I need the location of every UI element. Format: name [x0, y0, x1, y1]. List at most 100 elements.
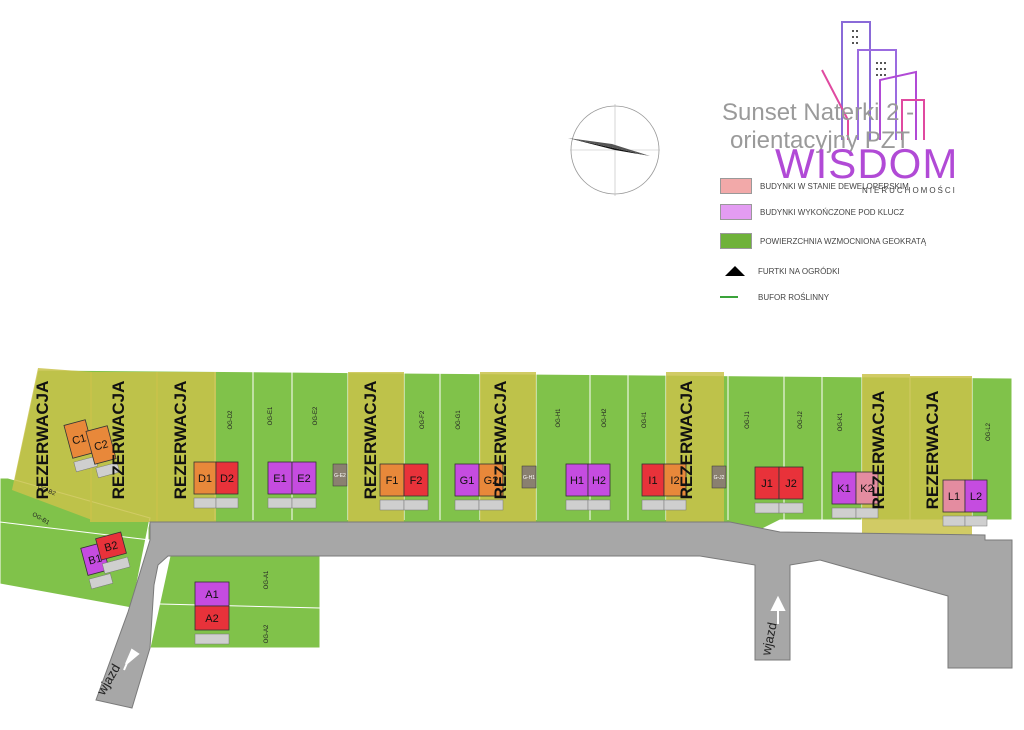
reservation-label: REZERWACJA [109, 381, 128, 500]
building-label: I1 [648, 475, 657, 487]
building-label: D2 [220, 473, 234, 485]
reservation-label: REZERWACJA [491, 381, 510, 500]
garage-g-j2: G-J2 [711, 465, 727, 489]
building-label: J1 [761, 478, 773, 490]
building-e2[interactable]: E2 [291, 461, 317, 509]
reservation-label: REZERWACJA [361, 381, 380, 500]
legend-item-5: BUFOR ROŚLINNY [720, 290, 829, 304]
reservation-overlay [348, 372, 404, 522]
building-label: J2 [785, 478, 797, 490]
building-i2[interactable]: I2 [663, 463, 687, 511]
building-label: K1 [837, 483, 850, 495]
building-label: L1 [948, 491, 960, 503]
reservation-overlay [480, 372, 536, 522]
building-label: D1 [198, 473, 212, 485]
plot-label: OG-L2 [986, 422, 992, 441]
svg-text:G-E2: G-E2 [334, 473, 346, 479]
building-label: F1 [386, 475, 399, 487]
building-j2[interactable]: J2 [778, 466, 804, 514]
wisdom-logo [821, 21, 925, 140]
svg-text:G-J2: G-J2 [714, 475, 725, 481]
building-label: A1 [205, 589, 218, 601]
plot-label: OG-F2 [420, 410, 426, 429]
building-g1[interactable]: G1 [454, 463, 480, 511]
building-label: G2 [484, 475, 499, 487]
building-i1[interactable]: I1 [641, 463, 665, 511]
plot-label: OG-A1 [264, 570, 270, 589]
plot-label: OG-D2 [228, 410, 234, 430]
building-label: L2 [970, 491, 982, 503]
plan-title-line-1: Sunset Naterki 2 - [722, 99, 915, 126]
building-f2[interactable]: F2 [403, 463, 429, 511]
plot-label: OG-E2 [313, 406, 319, 425]
gate-triangle-icon [720, 264, 750, 278]
svg-text:G-H1: G-H1 [523, 475, 535, 481]
building-label: E1 [273, 473, 286, 485]
reservation-overlay [156, 372, 216, 522]
building-h1[interactable]: H1 [565, 463, 589, 511]
brand-subtitle: NIERUCHOMOŚCI [862, 186, 957, 195]
building-label: B1 [87, 552, 103, 567]
reservation-overlay [862, 374, 910, 534]
reservations-layer [12, 368, 972, 536]
reservation-label: REZERWACJA [869, 391, 888, 510]
building-g2[interactable]: G2 [478, 463, 504, 511]
reservation-label: REZERWACJA [171, 381, 190, 500]
building-f1[interactable]: F1 [379, 463, 405, 511]
plot-a-area [149, 555, 321, 649]
reservation-label: REZERWACJA [677, 381, 696, 500]
plot-label: OG-H1 [556, 408, 562, 428]
building-j1[interactable]: J1 [754, 466, 780, 514]
brand-name: WISDOM [775, 140, 959, 187]
building-b2[interactable]: B2 [95, 531, 131, 574]
legend-swatch [720, 178, 752, 194]
entrance-arrow-right-icon [770, 595, 786, 624]
building-a2[interactable]: A2 [194, 605, 230, 645]
reservation-label: REZERWACJA [33, 381, 52, 500]
garage-g-e2: G-E2 [332, 463, 348, 487]
building-label: H2 [592, 475, 606, 487]
road-layer [95, 521, 1013, 709]
building-k1[interactable]: K1 [831, 471, 857, 519]
building-h2[interactable]: H2 [587, 463, 611, 511]
entrance-right: wjazd [758, 595, 786, 658]
building-label: F2 [410, 475, 423, 487]
building-l2[interactable]: L2 [964, 479, 988, 527]
legend-label: BUFOR ROŚLINNY [758, 292, 830, 302]
plot-label: OG-J1 [745, 411, 751, 429]
north-arrow-icon [568, 104, 660, 196]
building-l1[interactable]: L1 [942, 479, 966, 527]
main-road [95, 521, 1013, 709]
reservation-overlay [12, 368, 92, 520]
entrance-label-right: wjazd [758, 621, 780, 658]
building-c2[interactable]: C2 [85, 425, 120, 479]
building-label: H1 [570, 475, 584, 487]
plot-label: OG-A2 [264, 624, 270, 643]
building-label: I2 [670, 475, 679, 487]
building-d2[interactable]: D2 [215, 461, 239, 509]
building-c1[interactable]: C1 [63, 419, 98, 473]
legend-label: BUDYNKI W STANIE DEWELOPERSKIM [760, 181, 909, 191]
building-e1[interactable]: E1 [267, 461, 293, 509]
plot-label: OG-E1 [268, 406, 274, 425]
building-label: C1 [71, 432, 88, 447]
plot-label: OG-H2 [602, 408, 608, 428]
plot-label: OG-I1 [642, 411, 648, 428]
legend-swatch [720, 233, 752, 249]
building-label: C2 [93, 438, 110, 453]
legend-item-2: BUDYNKI WYKOŃCZONE POD KLUCZ [720, 204, 904, 220]
building-label: E2 [297, 473, 310, 485]
building-k2[interactable]: K2 [855, 471, 879, 519]
reservation-labels: REZERWACJA REZERWACJA REZERWACJA REZERWACJA… [33, 381, 942, 510]
plan-title-line-2: orientacyjny PZT [730, 127, 911, 154]
legend-label: POWIERZCHNIA WZMOCNIONA GEOKRATĄ [760, 236, 927, 246]
legend-item-1: BUDYNKI W STANIE DEWELOPERSKIM [720, 178, 909, 194]
legend-swatch [720, 204, 752, 220]
reservation-overlay [666, 372, 724, 522]
reservation-label: REZERWACJA [923, 391, 942, 510]
legend-item-4: FURTKI NA OGRÓDKI [720, 264, 840, 278]
plot-label: OG-G1 [456, 410, 462, 430]
building-d1[interactable]: D1 [193, 461, 217, 509]
